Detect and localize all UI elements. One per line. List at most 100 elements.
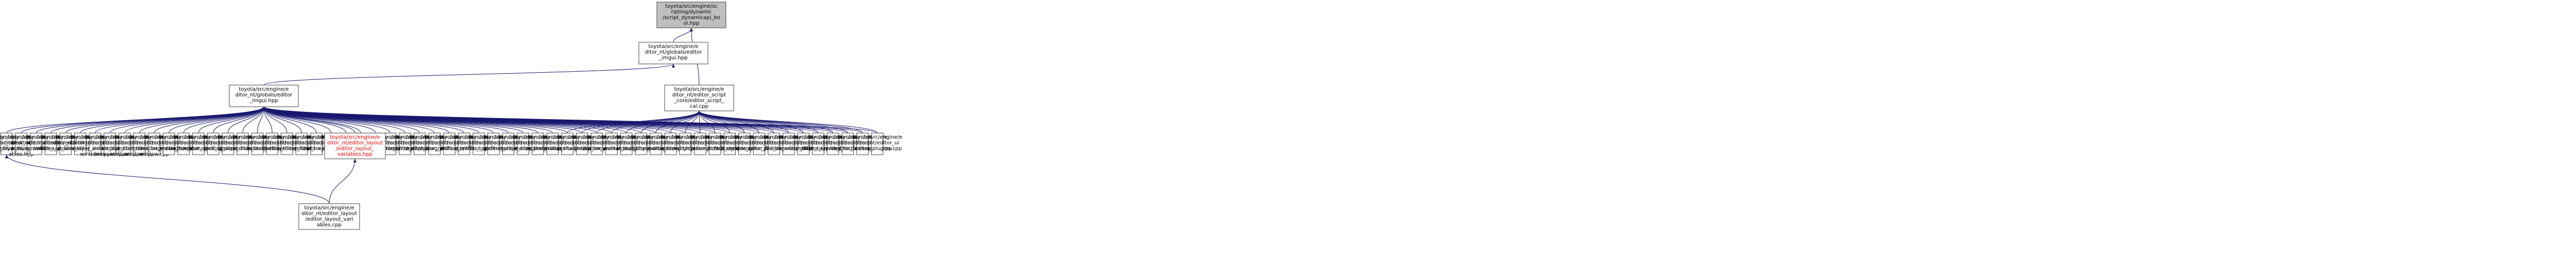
graph-node[interactable]: toyota/src/engine/editor_nt/editor_ui/ed… [833, 133, 892, 155]
graph-node[interactable]: toyota/src/engine/editor_nt/editor_layer… [53, 133, 108, 155]
node-label-line: toyota/src/engine/e [380, 135, 430, 140]
graph-node[interactable]: toyota/src/engine/editor_nt/editor_ui/ed… [262, 133, 312, 155]
node-label-line: ditor_nt/editor_ui [531, 140, 574, 146]
graph-node[interactable]: toyota/src/engine/editor_nt/globals/edit… [638, 42, 708, 64]
node-label-line: ditor_nt/editor_ui [811, 140, 855, 146]
graph-node[interactable]: toyota/src/engine/editor_nt/editor_ui/ed… [646, 133, 696, 155]
node-label-line: ables.cpp [317, 222, 342, 228]
graph-node[interactable]: toyota/src/engine/editor_nt/editor_ui/ed… [463, 133, 524, 155]
graph-node[interactable]: toyota/src/engine/editor_nt/editor_ui/ed… [70, 133, 120, 157]
graph-node[interactable]: toyota/src/engine/editor_nt/editor_ui/ed… [376, 133, 434, 155]
node-label-line: /editor_module.cpp [11, 146, 61, 152]
graph-node[interactable]: toyota/src/engine/editor_nt/editor_ui/ed… [247, 133, 298, 155]
graph-node[interactable]: toyota/src/engine/editor_nt/editor_ui/ed… [141, 133, 197, 155]
graph-node[interactable]: toyota/src/engine/editor_nt/editor_ui/ed… [778, 133, 828, 155]
graph-node[interactable]: toyota/src/engine/editor_nt/editor_ui/ed… [439, 133, 489, 155]
graph-node[interactable]: toyota/src/engine/editor_nt/editor_ui/ed… [232, 133, 282, 155]
node-label-line: /editor_ui.cpp [33, 146, 68, 152]
graph-node[interactable]: toyota/src/engine/editor_nt/editor_ui/ed… [277, 133, 327, 155]
node-label-line: /editor_layout_ [336, 146, 375, 152]
graph-node[interactable]: toyota/src/engine/editor_nt/editor_ui/ed… [292, 133, 342, 155]
node-box [281, 133, 293, 155]
graph-node[interactable]: toyota/src/engine/editor_nt/editor_ui/ed… [513, 133, 563, 155]
graph-node[interactable]: toyota/src/engine/editor_nt/editor_ui/ed… [418, 133, 481, 155]
node-box [871, 133, 884, 155]
graph-node[interactable]: toyota/src/engine/editor_nt/editor_core/… [11, 133, 61, 155]
node-label-line: ditor_nt/editor_ui [560, 140, 604, 146]
graph-node[interactable]: toyota/src/engine/editor_nt/editor_ui/ed… [660, 133, 710, 155]
graph-node[interactable]: toyota/src/engine/editor_nt/editor_ui/ed… [714, 133, 775, 155]
node-label-line: /editor_notifications.cpp [418, 146, 481, 152]
node-label-line: toyota/src/engine/e [454, 135, 504, 140]
graph-node[interactable]: toyota/src/engine/editor_nt/editor_layou… [0, 133, 49, 157]
graph-node[interactable]: toyota/src/engine/editor_nt/editor_ui/ed… [483, 133, 533, 155]
graph-node[interactable]: toyota/src/engine/editor_nt/editor_ui/ed… [823, 133, 873, 155]
node-label-line: /editor_layers_panel.cpp [802, 146, 865, 152]
graph-node[interactable]: toyota/src/engine/editor_nt/editor_ui/ed… [159, 133, 209, 155]
graph-node[interactable]: toyota/src/engine/editor_nt/editor_ui/ed… [583, 133, 640, 155]
node-label-line: ditor_nt/editor_ui [250, 140, 294, 146]
graph-node[interactable]: toyota/src/engine/editor_nt/editor_ui/ed… [673, 133, 727, 155]
graph-node[interactable]: toyota/src/engine/editor_nt/editor_ui/ed… [129, 133, 179, 157]
node-label-line: /editor_icons.cpp [295, 146, 338, 152]
node-label-line: _core/editor_script_ [673, 98, 724, 104]
node-label-line: ditor_nt/editor_ui [693, 140, 737, 146]
node-label-line: /editor_shader.cpp [544, 146, 591, 152]
graph-node[interactable]: toyota/src/engine/editor_nt/editor_ui/ed… [498, 133, 548, 155]
graph-node[interactable]: toyota/src/engine/editor_nt/editor_ui/ed… [114, 133, 164, 157]
graph-node[interactable]: toyota/src/engine/editor_nt/editor_layou… [324, 133, 386, 159]
edge-arrowhead [262, 107, 265, 110]
graph-node[interactable]: toyota/src/engine/editor_nt/editor_ui/ed… [543, 133, 592, 155]
dependency-edge [139, 106, 264, 134]
node-label-line: ditor_nt/editor_ui [649, 140, 692, 146]
node-box [310, 133, 323, 155]
graph-node[interactable]: toyota/src/engine/editor_nt/editor_ui/ed… [728, 133, 790, 155]
node-label-line: toyota/src/engine/e [749, 135, 799, 140]
graph-node[interactable]: toyota/src/engine/editor_nt/editor_ui/ed… [406, 133, 463, 155]
node-label-line: toyota/src/engine/e [304, 205, 354, 211]
graph-node[interactable]: toyota/src/engine/editor_nt/editor_ui/ed… [26, 133, 76, 155]
graph-node[interactable]: toyota/src/engine/editor_nt/editor_ui/ed… [527, 133, 579, 155]
graph-node[interactable]: toyota/src/engine/editor_nt/globals/edit… [229, 85, 299, 107]
node-label-line: toyota/src/engine/e [498, 135, 548, 140]
graph-node[interactable]: toyota/src/engine/editor_nt/editor_ui/ed… [454, 133, 504, 155]
node-label-line: toyota/src/engine/e [410, 135, 460, 140]
graph-node[interactable]: toyota/src/engine/editor_nt/editor_ui/ed… [601, 133, 651, 155]
dependency-edge [183, 106, 264, 134]
graph-node[interactable]: toyota/src/engine/editor_nt/editor_ui/ed… [393, 133, 447, 155]
graph-node[interactable]: toyota/src/engine/editor_nt/editor_ui/ed… [793, 133, 843, 155]
graph-node[interactable]: toyota/src/engine/editor_nt/editor_ui/ed… [572, 133, 622, 155]
node-label-line: ditor_nt/editor_ui [265, 140, 309, 146]
graph-node[interactable]: toyota/src/engine/editor_nt/editor_ui/ed… [170, 133, 227, 155]
node-label-line: ditor_nt/editor_ui [619, 140, 663, 146]
graph-node[interactable]: toyota/src/engine/editor_nt/editor_ui/ed… [37, 133, 94, 155]
node-label-line: /editor_preferences.cpp [463, 146, 524, 152]
graph-node[interactable]: toyota/src/engine/editor_nt/editor_ui/ed… [557, 133, 607, 155]
node-label-line: ditor_nt/editor_ui [427, 140, 471, 146]
node-label-line: ditor_nt/editor_ui [103, 140, 146, 146]
node-label-line: toyota/src/engine/e [26, 135, 76, 140]
root-node[interactable]: toyota/src/engine/scripting/dynamic/scri… [656, 2, 726, 28]
graph-node[interactable]: toyota/src/engine/editor_nt/editor_ui/ed… [689, 133, 741, 155]
graph-node[interactable]: toyota/src/engine/editor_nt/editor_ui/ed… [203, 133, 253, 155]
node-box [443, 133, 455, 155]
node-label-line: toyota/src/engine/e [439, 135, 489, 140]
graph-node[interactable]: toyota/src/engine/editor_nt/editor_ui/ed… [217, 133, 268, 155]
graph-node[interactable]: toyota/src/engine/editor_nt/editor_ui/ed… [764, 133, 814, 155]
node-label-line: /editor_texture.cpp [557, 146, 606, 152]
graph-node[interactable]: toyota/src/engine/editor_nt/editor_ui/ed… [705, 133, 755, 155]
graph-node[interactable]: toyota/src/engine/editor_nt/editor_ui/ed… [616, 133, 666, 155]
graph-node[interactable]: toyota/src/engine/editor_nt/editor_ui/ed… [852, 133, 902, 155]
node-box [104, 133, 116, 155]
graph-node[interactable]: toyota/src/engine/editor_nt/editor_ui/ed… [745, 133, 802, 155]
node-label-line: toyota/src/engine/e [616, 135, 666, 140]
graph-node[interactable]: toyota/src/engine/editor_nt/editor_ui/ed… [802, 133, 865, 155]
graph-node[interactable]: toyota/src/engine/editor_nt/editor_ui/ed… [630, 133, 682, 155]
graph-node[interactable]: toyota/src/engine/editor_nt/editor_ui/ed… [363, 133, 417, 155]
graph-node[interactable]: toyota/src/engine/editor_nt/editor_scrip… [664, 85, 734, 111]
graph-node[interactable]: toyota/src/engine/editor_nt/editor_ui/ed… [99, 133, 149, 157]
node-label-line: toyota/src/engine/e [674, 87, 724, 92]
graph-node[interactable]: toyota/src/engine/editor_nt/editor_ui/ed… [85, 133, 135, 157]
graph-node[interactable]: toyota/src/engine/editor_nt/editor_layou… [298, 203, 360, 230]
graph-node[interactable]: toyota/src/engine/editor_nt/editor_ui/ed… [183, 133, 243, 155]
